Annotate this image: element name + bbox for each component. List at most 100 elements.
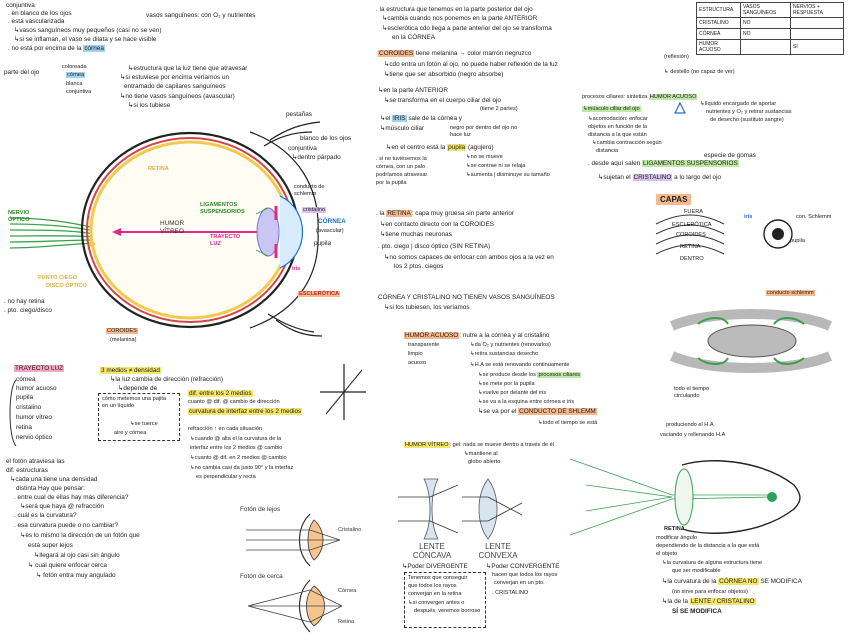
ct-line: ↳ destello (no capaz de ver) xyxy=(664,69,735,75)
highlight-dif: dif. entre los 2 medios xyxy=(188,390,253,397)
eye-diagram xyxy=(9,121,323,337)
humor-line: vaciando y rellenando H.A xyxy=(660,432,726,438)
humor-attr: limpio xyxy=(408,351,423,357)
highlight-iris2: IRIS xyxy=(392,115,407,122)
foton-line: ↳ fotón entra muy angulado xyxy=(36,572,116,579)
ct-lig-line: . desde aquí salen LIGAMENTOS SUSPENSORI… xyxy=(588,160,739,168)
rt-text: . la xyxy=(376,210,385,217)
cornea-line: ↳si los tubiesen, los veríamos xyxy=(384,304,470,311)
humor-line: ↳retira sustancias desecho xyxy=(470,351,539,357)
pajita-text: cómo metemos una pajita en un líquido xyxy=(102,396,167,409)
table-header: NERVIOS + RESPUESTA xyxy=(790,2,844,18)
light-arrow xyxy=(112,228,121,236)
ct-line: córnea, con un palo xyxy=(376,164,426,170)
note-blanca: blanca xyxy=(66,81,83,87)
ct-line: ↳cdo entra un fotón al ojo, no puede hab… xyxy=(384,61,558,68)
humor-text: ↳se produce desde los xyxy=(478,372,536,378)
rt-text: : capa muy gruesa sin parte anterior xyxy=(411,210,515,217)
note-iris: córnea xyxy=(66,72,86,79)
triangle-icon xyxy=(674,102,686,114)
capa-label: COROIDES xyxy=(676,232,706,238)
lente-line: converjan en un pto. xyxy=(494,580,545,586)
highlight-cornea: córnea xyxy=(83,45,105,52)
highlight-curvatura: curvatura de interfaz entre los 2 medios xyxy=(188,408,303,415)
label-blanco: blanco de los ojos xyxy=(300,135,352,142)
humor-text: : nutre a la córnea y al cristalino xyxy=(459,332,550,339)
table-cell: CÓRNEA xyxy=(696,28,741,40)
note-line: ↳si estuviese por encima veríamos un xyxy=(120,74,230,81)
ct-procesos: procesos ciliares: sintetiza HUMOR ACUOS… xyxy=(582,94,698,101)
ct-line: por la pupila xyxy=(376,180,407,186)
refr-line: ↳cuando @ alta el la curvatura de la xyxy=(190,436,282,442)
ct-line: distancia a la que están xyxy=(588,132,647,138)
trayecto-item: pupila xyxy=(16,394,34,401)
label-conducto: conducto de schlemm xyxy=(294,184,325,197)
eyelid-outline xyxy=(249,131,319,329)
highlight-schlemm: conducto schlemm xyxy=(766,290,815,296)
ct-line: ↳aumenta | disminuye su tamaño xyxy=(466,172,550,178)
ct-text: procesos ciliares: sintetiza xyxy=(582,94,648,100)
ct-line: distancia xyxy=(596,148,619,154)
blind-spot-dot xyxy=(89,241,95,247)
ligaments xyxy=(255,207,269,257)
note-line: . está vascularizada xyxy=(8,18,65,25)
ct-line: especie de gomas xyxy=(704,152,756,159)
foton-line: ↳es lo mismo la dirección de un fotón qu… xyxy=(20,532,140,539)
trayecto-item: córnea xyxy=(16,376,36,383)
pajita-text: ↳se tuerce xyxy=(130,421,158,427)
label-cristalino: cristalino xyxy=(302,207,327,214)
trayecto-bracket xyxy=(9,379,17,447)
acomod-line: ↳la curvatura de la CÓRNEA NO SE MODIFIC… xyxy=(662,578,802,586)
humor-line: ↳H.A se está renovando continuamente xyxy=(470,362,570,368)
highlight-procesos: procesos ciliares xyxy=(537,372,582,378)
eyelashes xyxy=(263,121,323,337)
highlight-esclerotica: ESCLERÓTICA xyxy=(298,291,341,297)
ct-line: de desecho (sustituto sangre) xyxy=(710,117,784,123)
lente-line: . CRISTALINO xyxy=(492,590,529,596)
capa-label: DENTRO xyxy=(680,256,704,262)
note-conjuntiva2: conjuntiva xyxy=(66,89,92,95)
humor-line: ↳se va por el CONDUCTO DE SHLEMM xyxy=(478,408,597,416)
humor-line: ↳se produce desde los procesos ciliares xyxy=(478,372,582,379)
photo-label-cerca: Fotón de cerca xyxy=(240,573,283,580)
lente-box xyxy=(404,572,486,628)
ct-text: ↳sujetan el xyxy=(598,174,631,181)
ct-line: ↳músculo ciliar xyxy=(380,125,425,132)
acomod-text: SE MODIFICA xyxy=(760,578,802,585)
ct-line: (reflexión) xyxy=(664,54,689,60)
photo-lejos-diagram xyxy=(246,513,341,567)
densidad-line: ↳la luz cambia de dirección (refracción) xyxy=(110,376,223,383)
ct-line: ↳no se mueve xyxy=(466,154,503,160)
photo-label-retina: Retina xyxy=(338,619,355,625)
acomod-title: RETINA xyxy=(664,526,685,532)
refr-line: ↳cuanto @ dif. en 2 medios @ cambio xyxy=(190,455,287,461)
photo-label-cristalino: Cristalino xyxy=(338,527,362,533)
table-cell xyxy=(790,28,844,40)
foton-line: dif. estructuras xyxy=(6,467,48,474)
label-ligamentos: LIGAMENTOS SUSPENSORIOS xyxy=(200,202,245,215)
ct-line: ↳acomodación: enfocar xyxy=(588,116,648,122)
highlight-densidad: 3 medios ≠ densidad xyxy=(100,367,161,374)
note-line: ↳vasos sanguíneos muy pequeños (casi no … xyxy=(14,27,162,34)
trayecto-item: nervio óptico xyxy=(16,434,53,441)
lente-box-line: converjan en la retina xyxy=(408,591,462,597)
foton-line: . esa curvatura puede o no cambiar? xyxy=(14,522,119,529)
acomod-text: ↳la de la xyxy=(662,598,688,605)
label-cornea: CÓRNEA xyxy=(318,218,346,225)
foton-line: . entre cual de ellas hay más diferencia… xyxy=(14,494,129,501)
humor-line: ↳da O₂ y nutrientes (renovarlos) xyxy=(470,342,551,348)
capa-label: ESCLERÓTICA xyxy=(672,222,712,228)
highlight-cristalino2: CRISTALINO xyxy=(632,174,673,181)
ct-line: podríamos atravesar xyxy=(376,172,428,178)
iris-front-diagram xyxy=(763,219,793,249)
humor-line: ↳todo el tiempo se está xyxy=(538,420,598,426)
note-text: . no está por encima de la xyxy=(8,45,82,52)
photo-label-lejos: Fotón de lejos xyxy=(240,506,281,513)
trayecto-title: TRAYECTO LUZ xyxy=(14,365,65,373)
label-pestanas: pestañas xyxy=(286,111,312,118)
foton-line: distinta Hay que pensar: xyxy=(16,485,85,492)
ct-text: a lo largo del ojo xyxy=(674,174,722,181)
label-nervio: NERVIO ÓPTICO xyxy=(8,210,30,223)
ct-coroides-line: COROIDES tiene melanina → color marrón n… xyxy=(378,50,531,58)
